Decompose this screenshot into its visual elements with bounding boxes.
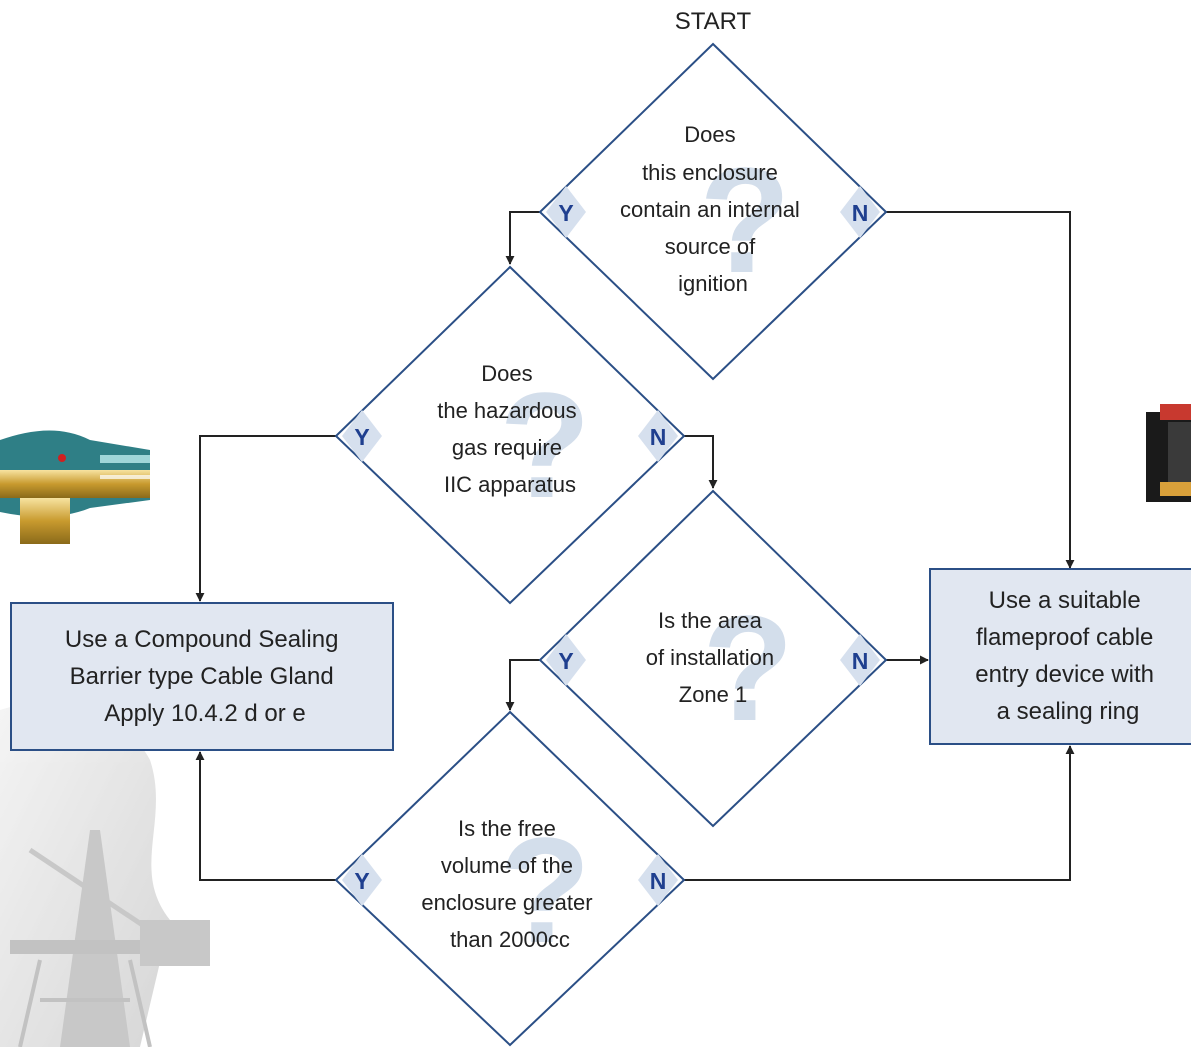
cable-entry-image bbox=[1146, 404, 1191, 502]
connector-d1-no bbox=[886, 211, 1075, 569]
decision-text-line: enclosure greater bbox=[421, 890, 592, 915]
decision-text-line: source of bbox=[665, 234, 756, 259]
connector-d3-yes bbox=[505, 659, 540, 711]
outcome-text-line: Use a Compound Sealing bbox=[65, 626, 339, 653]
outcome-text-line: flameproof cable bbox=[976, 624, 1153, 651]
yes-marker bbox=[342, 410, 382, 462]
svg-text:Use a suitable flameproo: Use a suitable flameproof cable entry de… bbox=[975, 587, 1160, 725]
outcome-text-line: a sealing ring bbox=[997, 698, 1140, 725]
connector-d2-yes bbox=[195, 435, 336, 602]
decision-text-line: IIC apparatus bbox=[444, 472, 576, 497]
offshore-rig-image bbox=[0, 703, 210, 1047]
decision-text-line: contain an internal bbox=[620, 197, 800, 222]
svg-text:Use a Compound Sealing B: Use a Compound Sealing Barrier type Cabl… bbox=[65, 626, 345, 727]
no-marker bbox=[840, 186, 880, 238]
outcome-text-line: Apply 10.4.2 d or e bbox=[104, 700, 305, 727]
no-label: N bbox=[650, 424, 667, 450]
question-mark-icon: ? bbox=[499, 806, 591, 974]
svg-text:Is the free volume of th: Is the free volume of the enclosure grea… bbox=[421, 816, 598, 952]
decision-text-line: this enclosure bbox=[642, 160, 778, 185]
connectors bbox=[195, 211, 1075, 881]
decision-text-line: ignition bbox=[678, 271, 748, 296]
decision-text-line: than 2000cc bbox=[450, 927, 570, 952]
decision-text-line: Is the area bbox=[658, 608, 763, 633]
decision-free-volume: ? Is the free volume of the enclosure gr… bbox=[334, 710, 686, 1047]
yes-label: Y bbox=[354, 424, 369, 450]
decision-zone-1: ? Is the area of installation Zone 1 Y N bbox=[538, 489, 888, 828]
decision-diamond bbox=[334, 710, 686, 1047]
yes-label: Y bbox=[558, 648, 573, 674]
decision-text-line: of installation bbox=[646, 645, 774, 670]
decision-text-line: Is the free bbox=[458, 816, 556, 841]
connector-d2-no bbox=[684, 435, 718, 489]
outcome-text-line: Use a suitable bbox=[989, 587, 1141, 614]
decision-text-line: Does bbox=[684, 122, 735, 147]
outcome-text-line: Barrier type Cable Gland bbox=[70, 663, 334, 690]
svg-text:Does this enclosure: Does this enclosure contain an internal … bbox=[620, 122, 806, 296]
decision-text-line: Zone 1 bbox=[679, 682, 748, 707]
question-mark-icon: ? bbox=[699, 136, 791, 304]
yes-marker bbox=[546, 634, 586, 686]
no-label: N bbox=[852, 648, 869, 674]
decision-text-line: Does bbox=[481, 361, 532, 386]
decision-diamond bbox=[538, 42, 888, 381]
question-mark-icon: ? bbox=[702, 584, 794, 752]
no-marker bbox=[638, 410, 678, 462]
yes-label: Y bbox=[354, 868, 369, 894]
connector-d4-no bbox=[684, 745, 1075, 881]
no-label: N bbox=[650, 868, 667, 894]
no-marker bbox=[638, 854, 678, 906]
connector-d4-yes bbox=[195, 751, 336, 881]
decision-text-line: the hazardous bbox=[437, 398, 576, 423]
decision-iic-apparatus: ? Does the hazardous gas require IIC app… bbox=[334, 265, 686, 605]
question-mark-icon: ? bbox=[499, 361, 591, 529]
outcome-text-line: entry device with bbox=[975, 661, 1154, 688]
decision-diamond bbox=[334, 265, 686, 605]
outcome-flameproof-entry-box: Use a suitable flameproof cable entry de… bbox=[929, 568, 1191, 745]
decision-internal-ignition: ? Does this enclosure contain an interna… bbox=[538, 42, 888, 381]
yes-marker bbox=[342, 854, 382, 906]
outcome-compound-sealing-box: Use a Compound Sealing Barrier type Cabl… bbox=[10, 602, 394, 751]
decision-text-line: gas require bbox=[452, 435, 562, 460]
no-label: N bbox=[852, 200, 869, 226]
svg-text:Is the area of installat: Is the area of installation Zone 1 bbox=[646, 608, 781, 707]
yes-marker bbox=[546, 186, 586, 238]
connector-d1-yes bbox=[505, 211, 540, 265]
start-label: START bbox=[675, 8, 752, 35]
yes-label: Y bbox=[558, 200, 573, 226]
svg-text:Does the hazardous: Does the hazardous gas require IIC appar… bbox=[437, 361, 583, 497]
decision-diamond bbox=[538, 489, 888, 828]
no-marker bbox=[840, 634, 880, 686]
cable-gland-image bbox=[0, 430, 150, 544]
decision-text-line: volume of the bbox=[441, 853, 573, 878]
